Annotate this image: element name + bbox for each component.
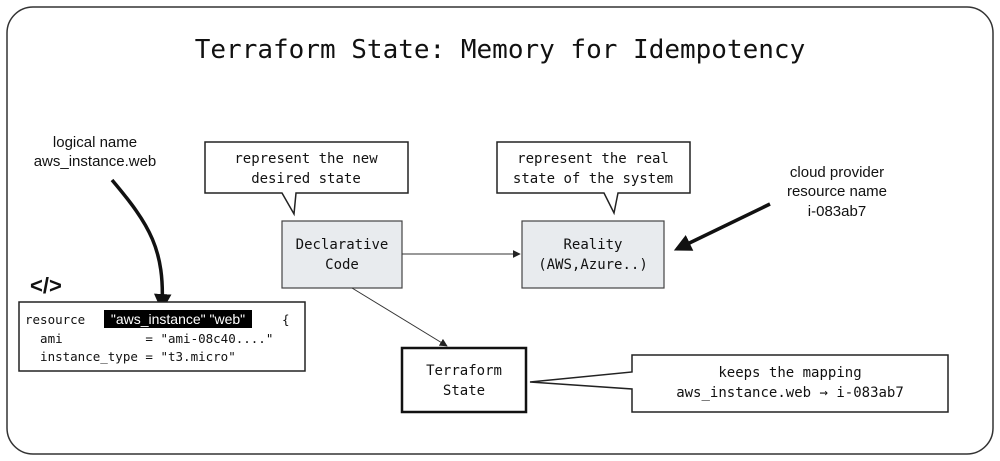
code-highlight bbox=[104, 310, 252, 328]
terraform-state-box bbox=[400, 346, 528, 414]
code-to-state-arrow bbox=[351, 287, 448, 347]
declarative-code-box bbox=[281, 220, 403, 289]
cloud-name-label-line2: resource name bbox=[787, 183, 887, 200]
terraform-state-line2: State bbox=[443, 383, 485, 399]
callout-desired bbox=[204, 141, 409, 217]
code-brace: { bbox=[282, 312, 290, 327]
callout-real-line1: represent the real bbox=[517, 151, 669, 167]
reality-line1: Reality bbox=[563, 237, 622, 253]
cloud-name-arrow bbox=[673, 202, 771, 251]
logical-name-label: logical name bbox=[53, 134, 137, 151]
cloud-name-label-line1: cloud provider bbox=[790, 164, 884, 181]
callout-mapping-line1: keeps the mapping bbox=[718, 365, 861, 381]
callout-desired-line1: represent the new bbox=[234, 151, 378, 167]
callout-mapping-line2: aws_instance.web → i-083ab7 bbox=[676, 385, 904, 401]
code-line-ami: ami = "ami-08c40...." bbox=[25, 331, 273, 346]
callout-mapping bbox=[529, 354, 949, 413]
callout-real-line2: state of the system bbox=[513, 171, 673, 187]
logical-name-arrow bbox=[110, 178, 172, 312]
cloud-name-value: i-083ab7 bbox=[808, 203, 866, 220]
callout-desired-line2: desired state bbox=[251, 171, 361, 187]
callout-real bbox=[496, 141, 691, 216]
code-line-instance-type: instance_type = "t3.micro" bbox=[25, 349, 236, 364]
code-icon: </> bbox=[30, 273, 62, 298]
reality-box bbox=[521, 220, 665, 289]
logical-name-value: aws_instance.web bbox=[34, 153, 157, 170]
declarative-code-line2: Code bbox=[325, 257, 359, 273]
reality-line2: (AWS,Azure..) bbox=[538, 257, 648, 273]
diagram-title: Terraform State: Memory for Idempotency bbox=[195, 35, 805, 65]
declarative-code-line1: Declarative bbox=[296, 237, 389, 253]
code-keyword: resource bbox=[25, 312, 85, 327]
code-resource-name: "aws_instance" "web" bbox=[111, 311, 245, 327]
terraform-state-line1: Terraform bbox=[426, 363, 502, 379]
